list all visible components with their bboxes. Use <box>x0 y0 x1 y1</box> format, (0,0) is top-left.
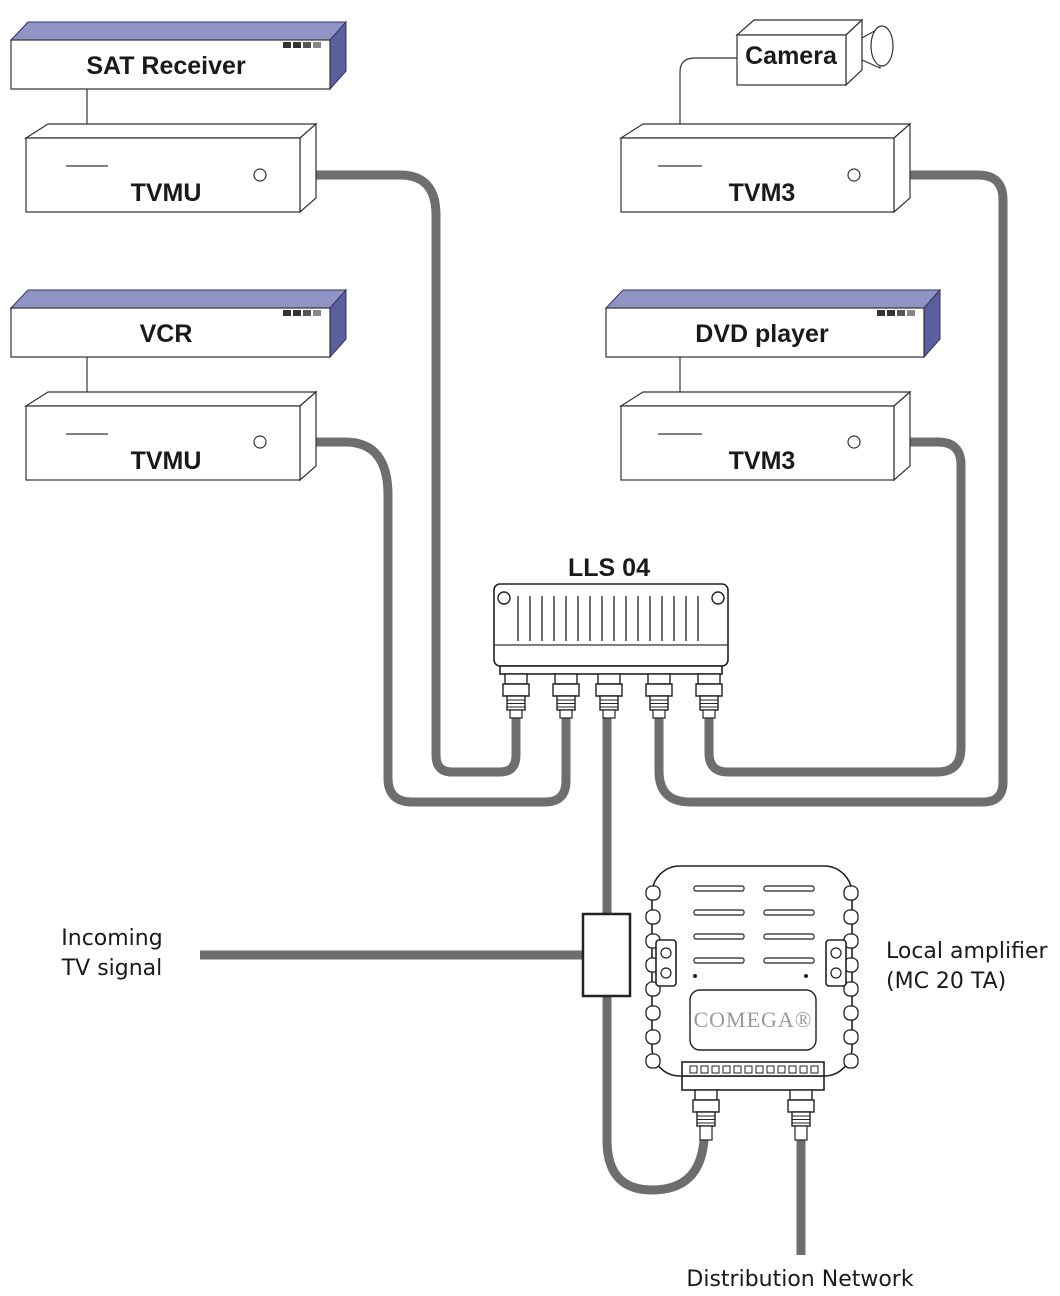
lls04-port-2 <box>552 673 580 719</box>
amplifier-brand: COMEGA® <box>693 1007 812 1032</box>
amplifier-vent-slots <box>693 885 815 964</box>
amplifier-connectors <box>692 1089 815 1141</box>
amplifier-label-line1: Local amplifier <box>886 939 1049 964</box>
distribution-label: Distribution Network <box>686 1267 913 1292</box>
amplifier-port-1 <box>692 1089 720 1141</box>
lls04-port-5 <box>695 673 723 719</box>
cables <box>200 170 1008 1255</box>
tvm3-bottom-output-port <box>847 435 861 449</box>
cable-tvmu-top <box>264 170 521 777</box>
tvm3-top-label: TVM3 <box>729 179 796 207</box>
incoming-label-line1: Incoming <box>61 926 162 951</box>
incoming-label-line2: TV signal <box>61 956 163 981</box>
tvmu-bottom-output-port <box>253 435 267 449</box>
tvm3-top-modulator: TVM3 <box>618 122 912 214</box>
tvmu-bottom-label: TVMU <box>131 447 202 475</box>
lls04-label: LLS 04 <box>568 554 650 582</box>
vcr-label: VCR <box>140 320 193 348</box>
lls04-cooling-fins <box>517 596 699 641</box>
cable-tvmu-bottom <box>264 437 571 807</box>
tvm3-bottom-modulator: TVM3 <box>618 390 912 482</box>
lls04-port-1 <box>502 673 530 719</box>
cable-tvm3-bottom <box>704 437 966 777</box>
sat-receiver-label: SAT Receiver <box>86 52 246 80</box>
lls04-connectors <box>502 673 723 719</box>
lls04-port-4 <box>645 673 673 719</box>
lls04-combiner: LLS 04 <box>493 554 729 719</box>
lls04-port-3 <box>595 673 623 719</box>
cable-lls-to-amplifier <box>602 718 709 1195</box>
amplifier-port-2 <box>787 1089 815 1141</box>
amplifier-label-line2: (MC 20 TA) <box>886 969 1006 994</box>
dvd-player-label: DVD player <box>695 320 829 348</box>
amplifier-terminal-strip <box>689 1065 819 1074</box>
tvmu-top-modulator: TVMU <box>23 122 318 214</box>
cable-tvm3-top <box>654 170 1008 807</box>
sat-receiver-device: SAT Receiver <box>9 20 348 91</box>
camera-label: Camera <box>745 42 838 70</box>
tvmu-top-label: TVMU <box>131 179 202 207</box>
signal-tap <box>581 912 632 998</box>
tvmu-top-output-port <box>253 168 267 182</box>
tvm3-top-output-port <box>847 168 861 182</box>
dvd-player-device: DVD player <box>604 288 942 359</box>
vcr-device: VCR <box>9 288 348 359</box>
tvm3-bottom-label: TVM3 <box>729 447 796 475</box>
tvmu-bottom-modulator: TVMU <box>23 390 318 482</box>
amplifier-ribs <box>645 885 859 1069</box>
camera-device: Camera <box>679 18 894 166</box>
local-amplifier: COMEGA® <box>645 865 859 1141</box>
